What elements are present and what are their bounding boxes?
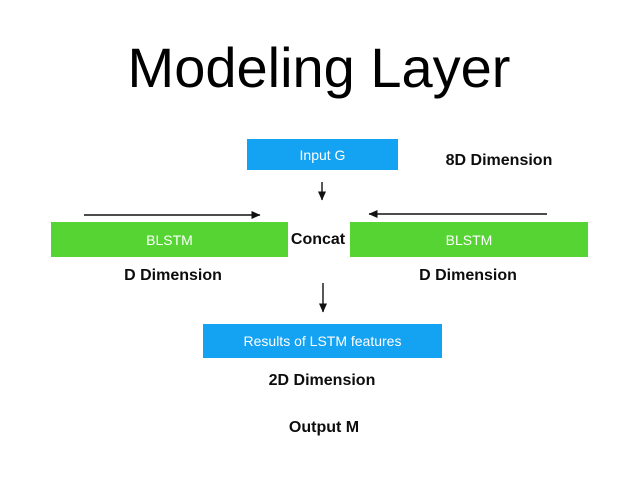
node-blstm-right: BLSTM (350, 222, 588, 257)
label-concat: Concat (290, 231, 346, 248)
slide-title: Modeling Layer (127, 36, 511, 99)
label-d-dimension-right: D Dimension (419, 267, 517, 284)
node-results-of-lstm-features: Results of LSTM features (203, 324, 442, 358)
node-input-g: Input G (247, 139, 398, 170)
node-blstm-right-label: BLSTM (445, 231, 493, 248)
node-results-label: Results of LSTM features (243, 333, 402, 349)
node-blstm-left-label: BLSTM (146, 231, 193, 248)
node-input-g-label: Input G (299, 146, 346, 163)
label-8d-dimension: 8D Dimension (445, 152, 553, 169)
label-output-m: Output M (288, 419, 360, 436)
label-2d-dimension: 2D Dimension (268, 372, 376, 389)
label-d-dimension-left: D Dimension (124, 267, 222, 284)
node-blstm-left: BLSTM (51, 222, 288, 257)
